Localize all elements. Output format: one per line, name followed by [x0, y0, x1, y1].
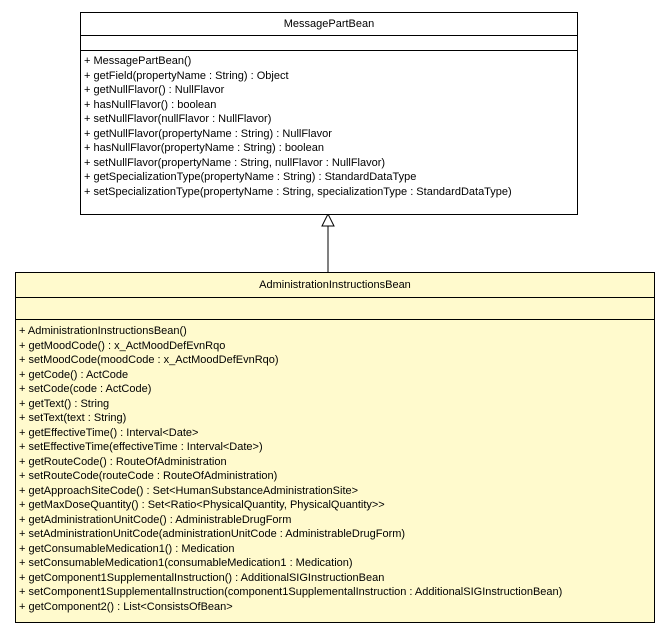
operation: + setComponent1SupplementalInstruction(c…: [19, 586, 563, 598]
operation: + setEffectiveTime(effectiveTime : Inter…: [19, 441, 263, 453]
operation: + getSpecializationType(propertyName : S…: [84, 171, 417, 183]
operation: + getField(propertyName : String) : Obje…: [84, 69, 289, 82]
class-message-part-bean[interactable]: MessagePartBean + MessagePartBean() + get…: [80, 12, 578, 215]
operation: + setText(text : String): [19, 412, 127, 424]
class-administration-instructions-bean[interactable]: AdministrationInstructionsBean + Adminis…: [15, 272, 655, 623]
operations-compartment: + MessagePartBean() + getField(propertyNa…: [81, 51, 577, 199]
operation: + getMoodCode() : x_ActMoodDefEvnRqo: [19, 339, 226, 352]
operation: + hasNullFlavor(propertyName : String) :…: [84, 142, 324, 154]
operation: + setNullFlavor(propertyName : String, n…: [84, 156, 386, 169]
operation: + getNullFlavor() : NullFlavor: [84, 84, 225, 96]
operation: + MessagePartBean(): [84, 55, 192, 67]
operation: + getText() : String: [19, 397, 110, 410]
operation: + getAdministrationUnitCode() : Administ…: [19, 513, 292, 526]
operation: + setConsumableMedication1(consumableMed…: [19, 557, 353, 569]
inheritance-triangle-icon: [321, 212, 335, 227]
operation: + setAdministrationUnitCode(administrati…: [19, 528, 406, 540]
operation: + setRouteCode(routeCode : RouteOfAdmini…: [19, 470, 278, 482]
operation: + getCode() : ActCode: [19, 368, 129, 381]
operation: + setSpecializationType(propertyName : S…: [84, 185, 512, 198]
attributes-compartment: [16, 298, 654, 320]
class-name: AdministrationInstructionsBean: [16, 273, 654, 298]
operation: + getApproachSiteCode() : Set<HumanSubst…: [19, 484, 359, 497]
class-name: MessagePartBean: [81, 13, 577, 36]
operation: + setCode(code : ActCode): [19, 383, 152, 395]
operation: + hasNullFlavor() : boolean: [84, 98, 217, 111]
operation: + getConsumableMedication1() : Medicatio…: [19, 542, 235, 555]
operation: + getComponent1SupplementalInstruction()…: [19, 571, 385, 584]
operation: + getComponent2() : List<ConsistsOfBean>: [19, 600, 233, 613]
operation: + getNullFlavor(propertyName : String) :…: [84, 127, 332, 140]
operation: + getEffectiveTime() : Interval<Date>: [19, 426, 199, 439]
operations-compartment: + AdministrationInstructionsBean() + getM…: [16, 320, 654, 614]
operation: + setMoodCode(moodCode : x_ActMoodDefEvn…: [19, 354, 279, 366]
operation: + getRouteCode() : RouteOfAdministration: [19, 455, 227, 468]
operation: + AdministrationInstructionsBean(): [19, 325, 187, 337]
operation: + setNullFlavor(nullFlavor : NullFlavor): [84, 113, 272, 125]
operation: + getMaxDoseQuantity() : Set<Ratio<Physi…: [19, 499, 385, 511]
attributes-compartment: [81, 36, 577, 51]
